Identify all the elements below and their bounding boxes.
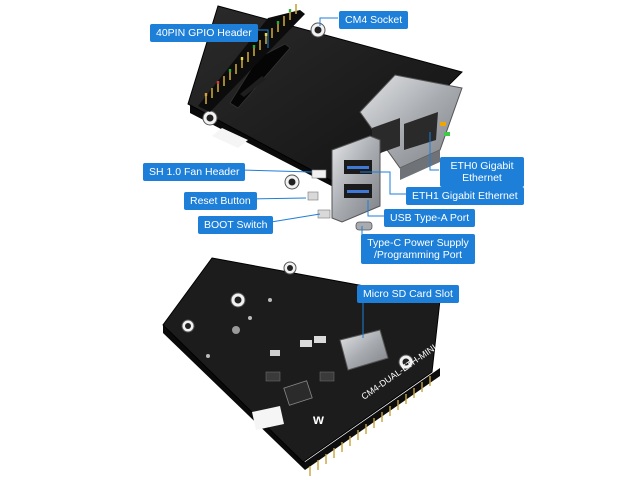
label-eth0: ETH0 Gigabit Ethernet	[440, 157, 524, 187]
label-reset-button: Reset Button	[184, 192, 257, 210]
label-usb-type-a: USB Type-A Port	[384, 209, 476, 227]
label-cm4-socket: CM4 Socket	[339, 11, 409, 29]
type-c-port	[355, 221, 373, 231]
label-text-line1: Type-C Power Supply	[367, 237, 469, 249]
usb-type-a-ports	[331, 135, 381, 223]
label-text: Micro SD Card Slot	[363, 288, 453, 300]
label-text-line2: /Programming Port	[373, 249, 463, 261]
label-text-line1: ETH0 Gigabit	[450, 160, 514, 172]
label-text: USB Type-A Port	[390, 212, 470, 224]
label-micro-sd: Micro SD Card Slot	[357, 285, 459, 303]
label-text: CM4 Socket	[345, 14, 403, 26]
top-board	[187, 4, 463, 231]
label-text: 40PIN GPIO Header	[156, 27, 252, 39]
callout-lines	[240, 17, 439, 338]
label-text-line2: Ethernet	[462, 172, 502, 184]
label-eth1: ETH1 Gigabit Ethernet	[406, 187, 524, 205]
label-text: ETH1 Gigabit Ethernet	[412, 190, 518, 202]
label-text: SH 1.0 Fan Header	[149, 166, 240, 178]
label-40pin-gpio-header: 40PIN GPIO Header	[150, 24, 258, 42]
fan-header	[311, 169, 327, 179]
gpio-header	[198, 4, 305, 112]
label-text: Reset Button	[190, 195, 251, 207]
label-text: BOOT Switch	[204, 219, 268, 231]
bottom-header-pins	[309, 376, 431, 476]
label-boot-switch: BOOT Switch	[198, 216, 274, 234]
reset-button-part	[307, 191, 319, 201]
bottom-board: CM4-DUAL-ETH-MINI w	[162, 257, 441, 476]
brand-logo: w	[312, 411, 324, 427]
micro-sd-slot	[339, 329, 389, 371]
label-fan-header: SH 1.0 Fan Header	[143, 163, 246, 181]
label-type-c: Type-C Power Supply /Programming Port	[361, 234, 475, 264]
